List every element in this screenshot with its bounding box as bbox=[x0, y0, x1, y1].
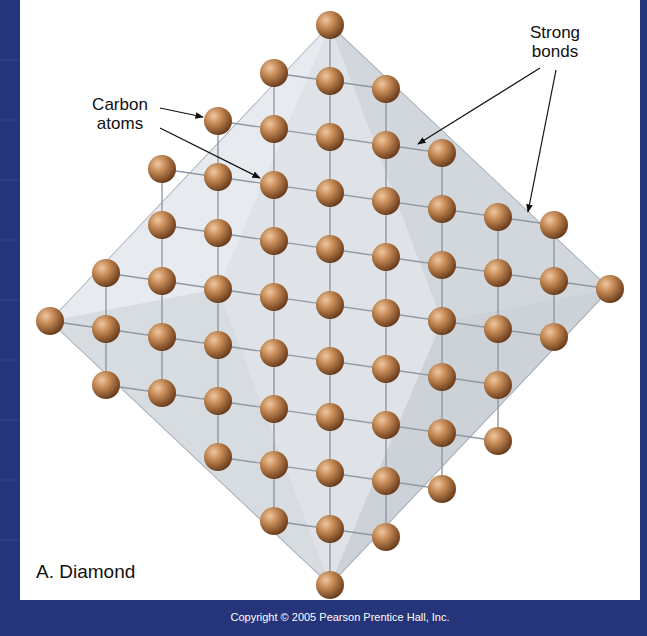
slide-stripes bbox=[0, 540, 20, 541]
carbon-atoms bbox=[540, 323, 568, 351]
carbon-atoms bbox=[260, 507, 288, 535]
bond-lines bbox=[218, 121, 442, 153]
carbon-atoms bbox=[372, 411, 400, 439]
carbon-atoms bbox=[484, 427, 512, 455]
carbon-atoms bbox=[428, 251, 456, 279]
carbon-atoms bbox=[428, 419, 456, 447]
carbon-atoms bbox=[316, 123, 344, 151]
carbon-atoms bbox=[204, 443, 232, 471]
carbon-atoms bbox=[204, 219, 232, 247]
carbon-atoms bbox=[204, 163, 232, 191]
carbon-atoms bbox=[260, 171, 288, 199]
carbon-atoms bbox=[316, 571, 344, 599]
leader-lines bbox=[160, 108, 203, 117]
carbon-atoms bbox=[148, 211, 176, 239]
carbon-atoms bbox=[316, 403, 344, 431]
carbon-atoms bbox=[372, 131, 400, 159]
part-label: Carbon atoms bbox=[78, 96, 162, 133]
carbon-atoms bbox=[428, 475, 456, 503]
carbon-atoms bbox=[372, 467, 400, 495]
carbon-atoms bbox=[204, 331, 232, 359]
carbon-atoms bbox=[92, 315, 120, 343]
slide-stripes bbox=[0, 120, 20, 121]
leader-lines bbox=[160, 128, 260, 178]
carbon-atoms bbox=[260, 227, 288, 255]
carbon-atoms bbox=[372, 299, 400, 327]
carbon-atoms bbox=[540, 267, 568, 295]
octahedron-faces bbox=[50, 289, 330, 585]
carbon-atoms bbox=[428, 363, 456, 391]
carbon-atoms bbox=[316, 67, 344, 95]
carbon-atoms bbox=[260, 395, 288, 423]
carbon-atoms bbox=[204, 107, 232, 135]
slide-stripes bbox=[0, 300, 20, 301]
slide-stripes bbox=[0, 420, 20, 421]
carbon-atoms bbox=[204, 387, 232, 415]
carbon-atoms bbox=[372, 187, 400, 215]
carbon-atoms bbox=[36, 307, 64, 335]
carbon-atoms bbox=[484, 315, 512, 343]
carbon-atoms bbox=[484, 203, 512, 231]
leader-lines bbox=[528, 70, 556, 212]
carbon-atoms bbox=[428, 307, 456, 335]
carbon-atoms bbox=[260, 59, 288, 87]
carbon-atoms bbox=[484, 371, 512, 399]
carbon-atoms bbox=[260, 283, 288, 311]
carbon-atoms bbox=[372, 75, 400, 103]
bond-lines bbox=[50, 25, 610, 585]
slide-stripes bbox=[0, 180, 20, 181]
carbon-atoms bbox=[372, 355, 400, 383]
carbon-atoms bbox=[260, 339, 288, 367]
carbon-atoms bbox=[428, 195, 456, 223]
slide-stripes bbox=[0, 240, 20, 241]
carbon-atoms bbox=[204, 275, 232, 303]
carbon-atoms bbox=[316, 291, 344, 319]
octahedron-faces bbox=[330, 25, 610, 321]
carbon-atoms bbox=[372, 243, 400, 271]
carbon-atoms bbox=[316, 347, 344, 375]
leader-lines bbox=[160, 68, 556, 212]
carbon-atoms bbox=[316, 515, 344, 543]
copyright-note: Copyright © 2005 Pearson Prentice Hall, … bbox=[120, 611, 560, 623]
figure-caption: A. Diamond bbox=[36, 562, 236, 583]
slide-stripes bbox=[0, 360, 20, 361]
carbon-atoms bbox=[316, 11, 344, 39]
carbon-atoms bbox=[428, 139, 456, 167]
octahedron-faces bbox=[50, 25, 610, 585]
carbon-atoms bbox=[148, 267, 176, 295]
part-label: Strong bonds bbox=[512, 24, 598, 61]
carbon-atoms bbox=[316, 235, 344, 263]
carbon-atoms bbox=[260, 115, 288, 143]
carbon-atoms bbox=[316, 179, 344, 207]
carbon-atoms bbox=[36, 11, 624, 599]
bond-lines bbox=[218, 457, 442, 489]
carbon-atoms bbox=[596, 275, 624, 303]
carbon-atoms bbox=[148, 379, 176, 407]
carbon-atoms bbox=[148, 155, 176, 183]
carbon-atoms bbox=[316, 459, 344, 487]
slide-stripes bbox=[0, 60, 20, 540]
carbon-atoms bbox=[372, 523, 400, 551]
carbon-atoms bbox=[92, 371, 120, 399]
octahedron-faces bbox=[50, 25, 610, 585]
slide-stripes bbox=[0, 60, 20, 61]
carbon-atoms bbox=[148, 323, 176, 351]
carbon-atoms bbox=[92, 259, 120, 287]
slide-stripes bbox=[0, 480, 20, 481]
carbon-atoms bbox=[260, 451, 288, 479]
leader-lines bbox=[418, 68, 540, 144]
carbon-atoms bbox=[540, 211, 568, 239]
carbon-atoms bbox=[484, 259, 512, 287]
